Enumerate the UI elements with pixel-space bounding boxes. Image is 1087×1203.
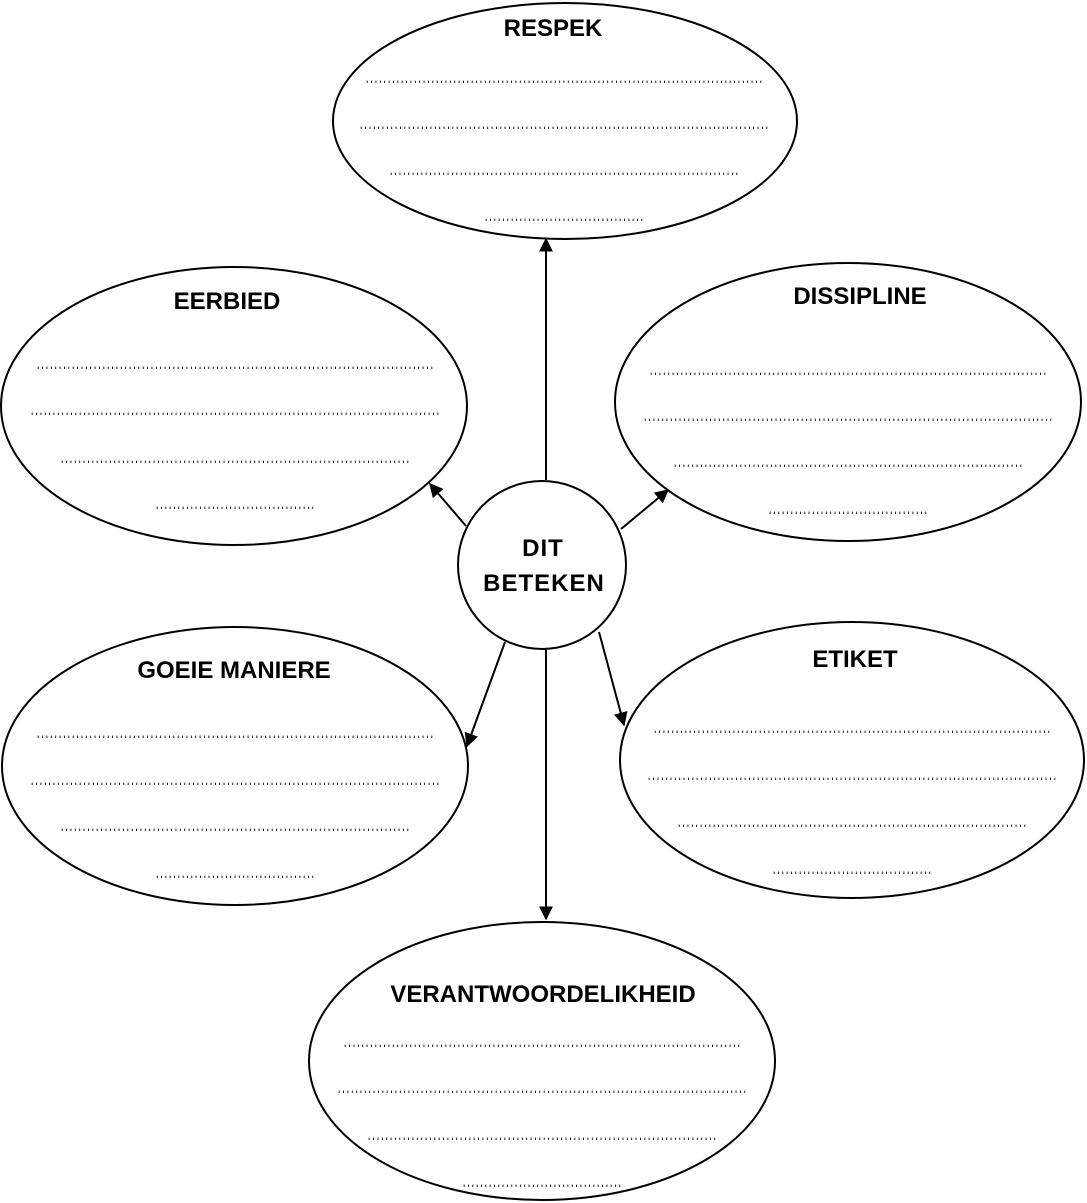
bubble-eerbied-ellipse [0,266,468,546]
connector-dissipline [620,489,670,530]
connector-eerbied [429,482,467,527]
answer-line[interactable]: ..................................... [155,863,315,882]
answer-line[interactable]: ........................................… [30,400,440,419]
hub-label-line2: BETEKEN [483,570,605,597]
answer-line[interactable]: ........................................… [677,812,1027,831]
answer-line[interactable]: ........................................… [649,360,1047,379]
hub-label-line1: DIT [522,535,564,562]
answer-line[interactable]: ........................................… [647,765,1057,784]
bubble-title: EERBIED [174,288,281,315]
bubble-title: RESPEK [504,15,603,42]
answer-line[interactable]: ..................................... [772,859,932,878]
answer-line[interactable]: ........................................… [60,448,410,467]
answer-line[interactable]: ........................................… [60,816,410,835]
answer-line[interactable]: ........................................… [643,406,1053,425]
bubble-dissipline-ellipse [614,262,1082,542]
bubble-etiket: ETIKET .................................… [619,621,1085,899]
hub-node: DIT BETEKEN [457,480,627,650]
bubble-title: GOEIE MANIERE [137,657,330,684]
hub-circle [457,480,627,650]
bubble-dissipline: DISSIPLINE .............................… [614,262,1082,542]
answer-line[interactable]: ........................................… [337,1078,747,1097]
bubble-respek: RESPEK .................................… [332,2,798,240]
bubble-title: ETIKET [812,646,898,673]
connector-goeie-maniere [464,641,506,748]
answer-line[interactable]: ........................................… [365,68,763,87]
bubble-goeie-maniere: GOEIE MANIERE ..........................… [1,626,469,906]
answer-line[interactable]: ........................................… [367,1125,717,1144]
connectors [429,237,670,921]
answer-line[interactable]: ..................................... [155,494,315,513]
answer-line[interactable]: ........................................… [359,114,769,133]
answer-line[interactable]: ........................................… [653,718,1051,737]
answer-line[interactable]: ........................................… [389,160,739,179]
connector-etiket [598,631,628,727]
bubble-respek-ellipse [332,2,798,240]
bubble-eerbied: EERBIED ................................… [0,266,468,546]
bubble-verantwoordelikheid-ellipse [308,921,776,1201]
bubble-verantwoordelikheid: VERANTWOORDELIKHEID ....................… [308,921,776,1201]
bubble-title: VERANTWOORDELIKHEID [390,981,695,1008]
answer-line[interactable]: ..................................... [462,1172,622,1191]
bubble-etiket-ellipse [619,621,1085,899]
answer-line[interactable]: ..................................... [484,206,644,225]
bubble-title: DISSIPLINE [793,283,926,310]
answer-line[interactable]: ........................................… [36,354,434,373]
bubble-goeie-maniere-ellipse [1,626,469,906]
answer-line[interactable]: ........................................… [30,770,440,789]
answer-line[interactable]: ........................................… [343,1032,741,1051]
answer-line[interactable]: ........................................… [673,452,1023,471]
answer-line[interactable]: ..................................... [768,499,928,518]
answer-line[interactable]: ........................................… [36,723,434,742]
